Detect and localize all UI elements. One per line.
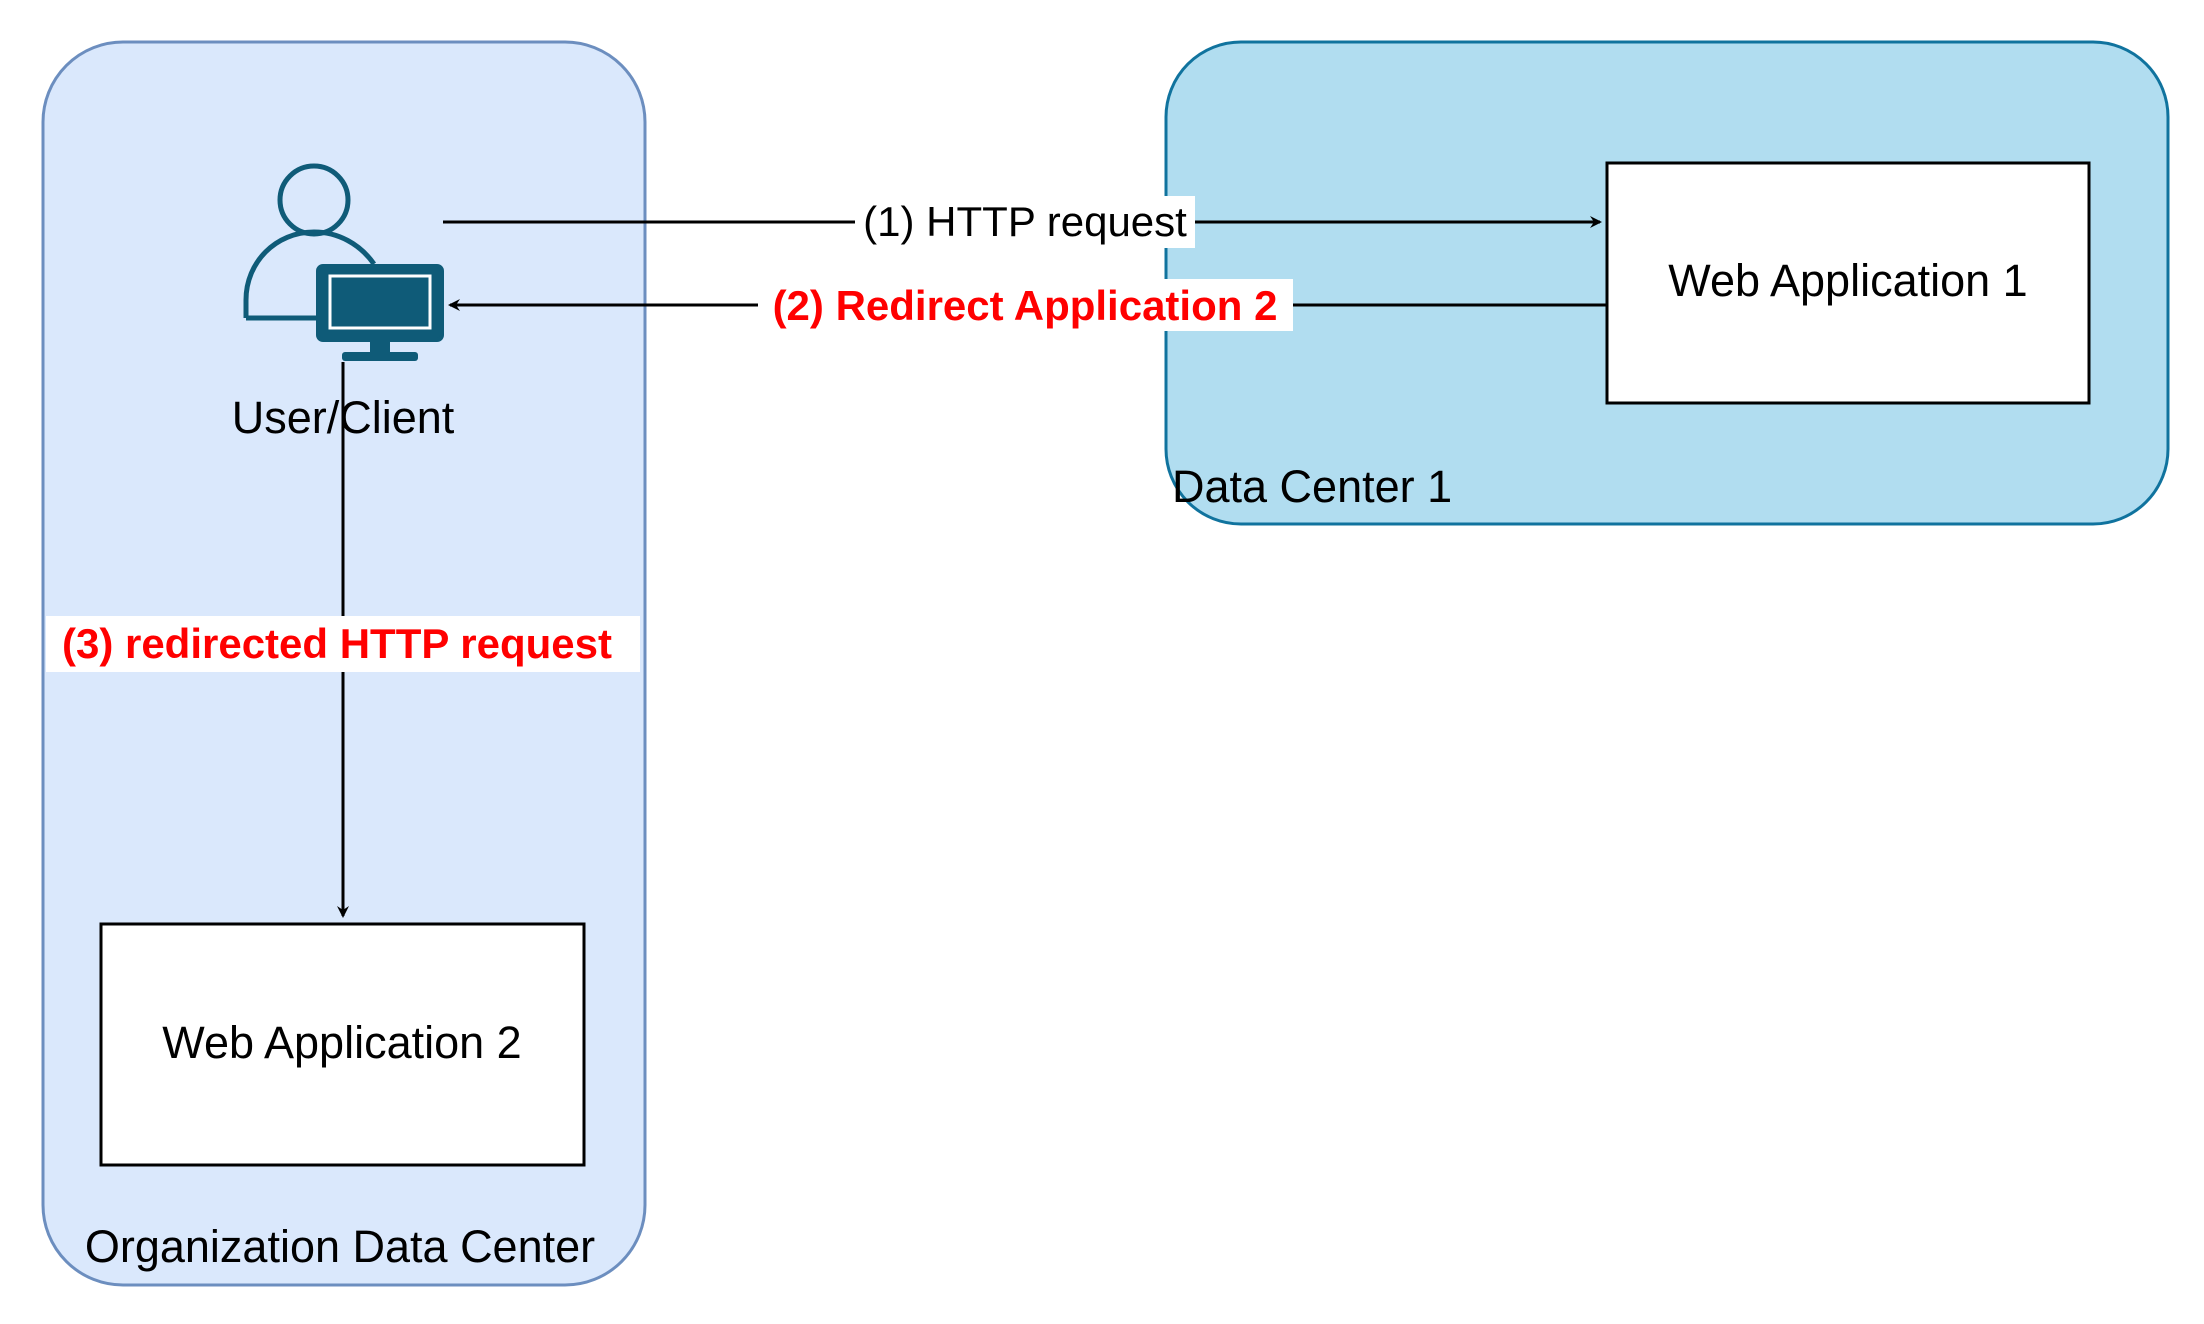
edge-redirected-request-label-bg	[46, 616, 640, 672]
edge-http-request[interactable]: (1) HTTP request	[443, 196, 1602, 248]
data-center-1-label: Data Center 1	[1172, 461, 1452, 512]
edge-redirected-request-label: (3) redirected HTTP request	[62, 620, 612, 667]
web-application-1-box	[1605, 161, 2091, 405]
web-application-1-label: Web Application 1	[1668, 255, 2027, 306]
organization-data-center-label: Organization Data Center	[85, 1221, 595, 1272]
web-application-2[interactable]: Web Application 2	[99, 922, 586, 1167]
web-application-2-label: Web Application 2	[162, 1017, 521, 1068]
web-application-2-box	[99, 922, 586, 1167]
edge-redirect[interactable]: (2) Redirect Application 2	[448, 279, 1607, 331]
edge-http-request-label-bg	[855, 196, 1195, 248]
web-application-1[interactable]: Web Application 1	[1605, 161, 2091, 405]
edge-redirected-request[interactable]: (3) redirected HTTP request	[46, 362, 640, 918]
user-client-label: User/Client	[232, 392, 455, 443]
user-computer-icon	[243, 163, 444, 361]
edge-redirect-label: (2) Redirect Application 2	[773, 282, 1278, 329]
user-client[interactable]: User/Client	[232, 163, 455, 443]
edge-http-request-label: (1) HTTP request	[863, 198, 1187, 245]
edge-redirect-label-bg	[758, 279, 1293, 331]
